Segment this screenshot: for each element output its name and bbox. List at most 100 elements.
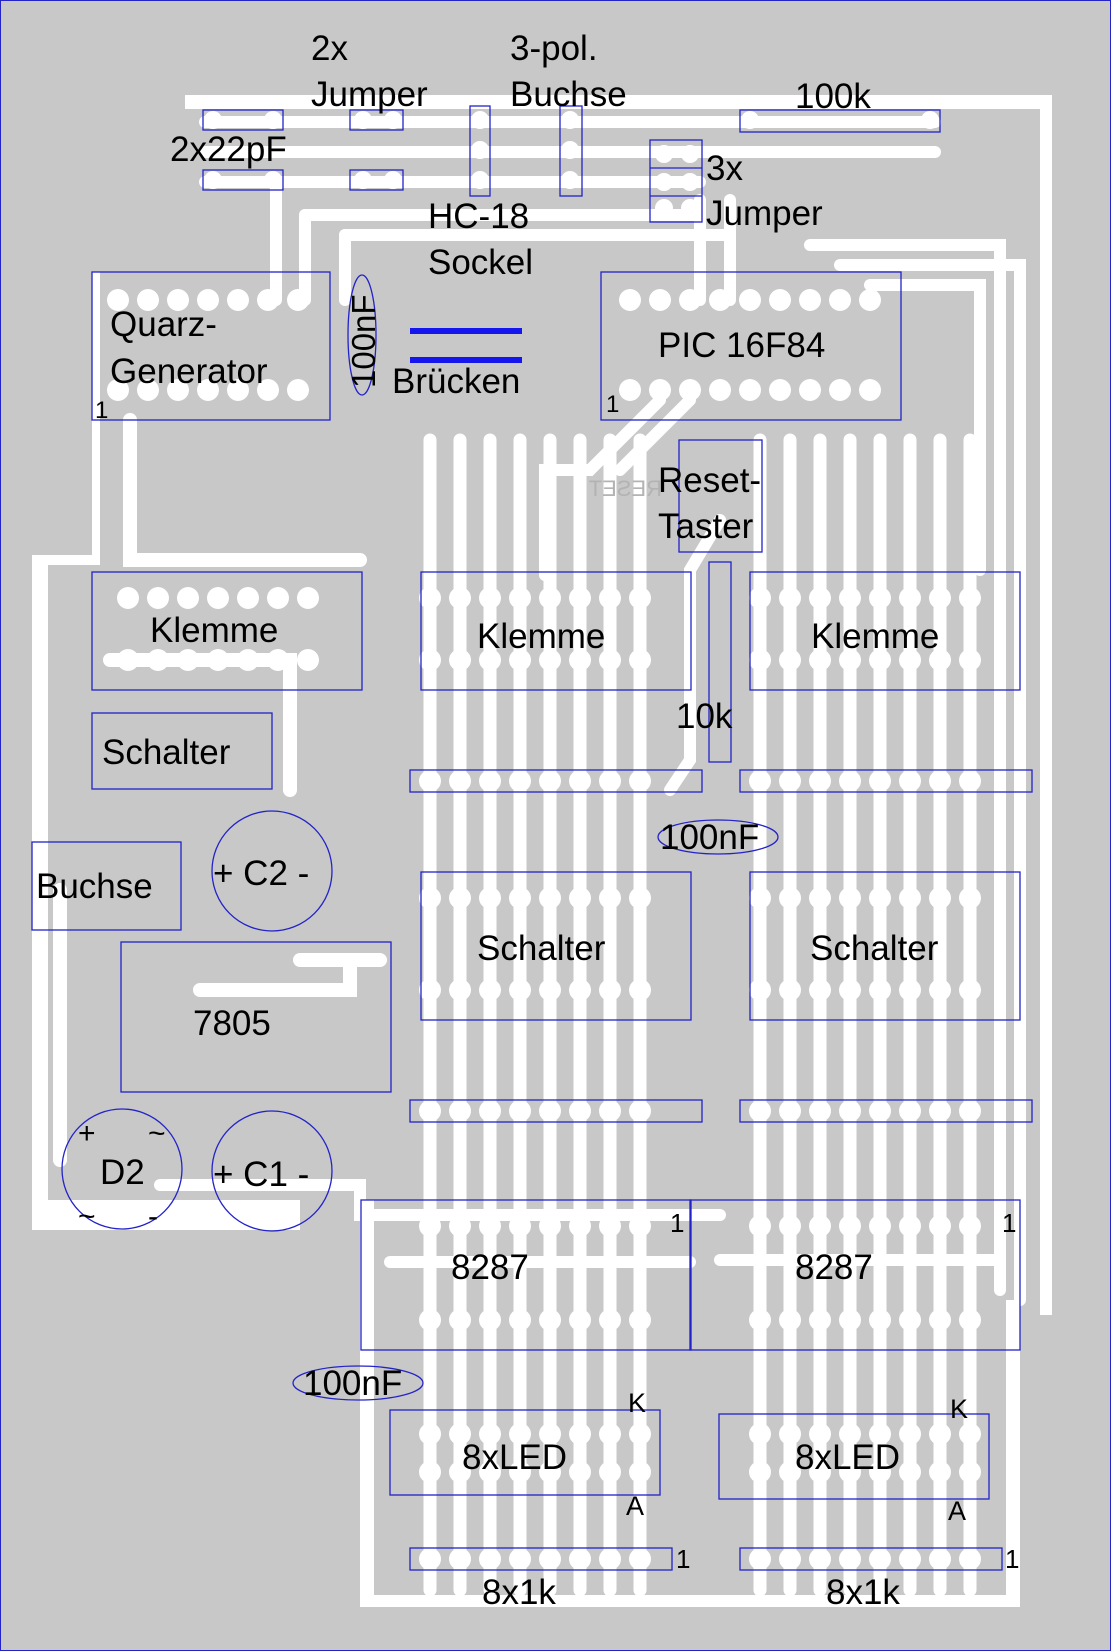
pad-header	[471, 141, 489, 159]
pad	[419, 587, 441, 609]
pad	[479, 979, 501, 1001]
trace-lower-bus	[154, 1179, 726, 1221]
pad	[779, 587, 801, 609]
label-pin1-pic: 1	[606, 391, 619, 418]
pad	[929, 1215, 951, 1237]
pad	[539, 979, 561, 1001]
pad	[509, 1215, 531, 1237]
outline-cap-2x22pf-a	[202, 109, 284, 131]
label-d2-minus: -	[148, 1200, 158, 1233]
pad	[599, 1215, 621, 1237]
pad	[569, 770, 591, 792]
pad	[899, 1309, 921, 1331]
label-hc18-line2: Sockel	[428, 243, 533, 282]
pad	[959, 1215, 981, 1237]
outline-sip-right-1	[739, 769, 1033, 793]
outline-reset	[678, 439, 763, 553]
pad-klemme	[297, 649, 319, 671]
pad	[509, 649, 531, 671]
outline-res10k	[708, 561, 732, 763]
pad	[929, 979, 951, 1001]
label-8287-right: 8287	[795, 1248, 873, 1287]
outline-klemme-right	[749, 571, 1021, 691]
label-bruecken: Brücken	[392, 362, 520, 401]
pad	[749, 587, 771, 609]
pad	[929, 1548, 951, 1570]
trace-pic-rail-1	[804, 239, 1006, 1296]
label-hc18-line1: HC-18	[428, 197, 529, 236]
pad	[599, 649, 621, 671]
pad	[449, 649, 471, 671]
pad	[419, 1423, 441, 1445]
pad	[449, 887, 471, 909]
outline-klemme-left	[91, 571, 363, 691]
pad	[629, 1461, 651, 1483]
pad-header	[354, 111, 372, 129]
pad-quarz-top	[197, 289, 219, 311]
pad-quarz-top	[137, 289, 159, 311]
pad-pic-top	[739, 289, 761, 311]
pad-quarz-bottom	[257, 379, 279, 401]
label-quarz-line2: Generator	[110, 352, 268, 391]
pad	[599, 1423, 621, 1445]
label-led-right: 8xLED	[795, 1438, 900, 1477]
outline-buchse	[31, 841, 182, 931]
pad-jumper	[681, 173, 699, 191]
pad-pic-top	[679, 289, 701, 311]
pad	[809, 1215, 831, 1237]
pad	[569, 887, 591, 909]
pad	[869, 770, 891, 792]
label-a-right: A	[948, 1496, 966, 1526]
pad	[569, 1309, 591, 1331]
pad-jumper	[681, 145, 699, 163]
pad	[569, 1423, 591, 1445]
pad-pic-bottom	[739, 379, 761, 401]
pad-header	[264, 111, 282, 129]
pad-pic-bottom	[679, 379, 701, 401]
pad	[539, 1215, 561, 1237]
pad-klemme	[207, 587, 229, 609]
pad	[839, 1215, 861, 1237]
pad-klemme	[267, 649, 289, 671]
pad-header	[921, 111, 939, 129]
label-d2-plus: +	[78, 1117, 96, 1150]
pad-quarz-top	[287, 289, 309, 311]
pad	[419, 649, 441, 671]
label-cap2x22pf: 2x22pF	[170, 130, 287, 169]
outline-schalter-mid	[420, 871, 692, 1021]
ground-plane-power	[32, 272, 300, 1230]
label-pin1-res-right: 1	[1005, 1544, 1019, 1574]
pad	[779, 649, 801, 671]
trace-diag-pic2	[614, 394, 696, 476]
pad	[959, 587, 981, 609]
label-led-left: 8xLED	[462, 1438, 567, 1477]
pad	[779, 1461, 801, 1483]
pad	[509, 1461, 531, 1483]
pad	[419, 770, 441, 792]
pad-quarz-bottom	[167, 379, 189, 401]
pad	[929, 1309, 951, 1331]
pad-klemme	[177, 587, 199, 609]
pad	[599, 979, 621, 1001]
pad-pic-bottom	[619, 379, 641, 401]
pad	[629, 649, 651, 671]
outline-led-left	[389, 1409, 661, 1496]
pad	[809, 1423, 831, 1445]
copper-regions	[32, 95, 1052, 1607]
pad	[899, 1548, 921, 1570]
pad	[629, 587, 651, 609]
pad	[929, 887, 951, 909]
pad	[839, 1461, 861, 1483]
label-c1: + C1 -	[213, 1155, 309, 1194]
outline-c1	[211, 1110, 333, 1232]
pad	[539, 770, 561, 792]
vertical-buses	[423, 433, 977, 1597]
pad	[749, 1423, 771, 1445]
pad	[569, 587, 591, 609]
pad	[899, 887, 921, 909]
pad	[929, 1423, 951, 1445]
label-res100k: 100k	[795, 77, 871, 116]
pad	[839, 1423, 861, 1445]
pad-jumper	[655, 199, 673, 217]
